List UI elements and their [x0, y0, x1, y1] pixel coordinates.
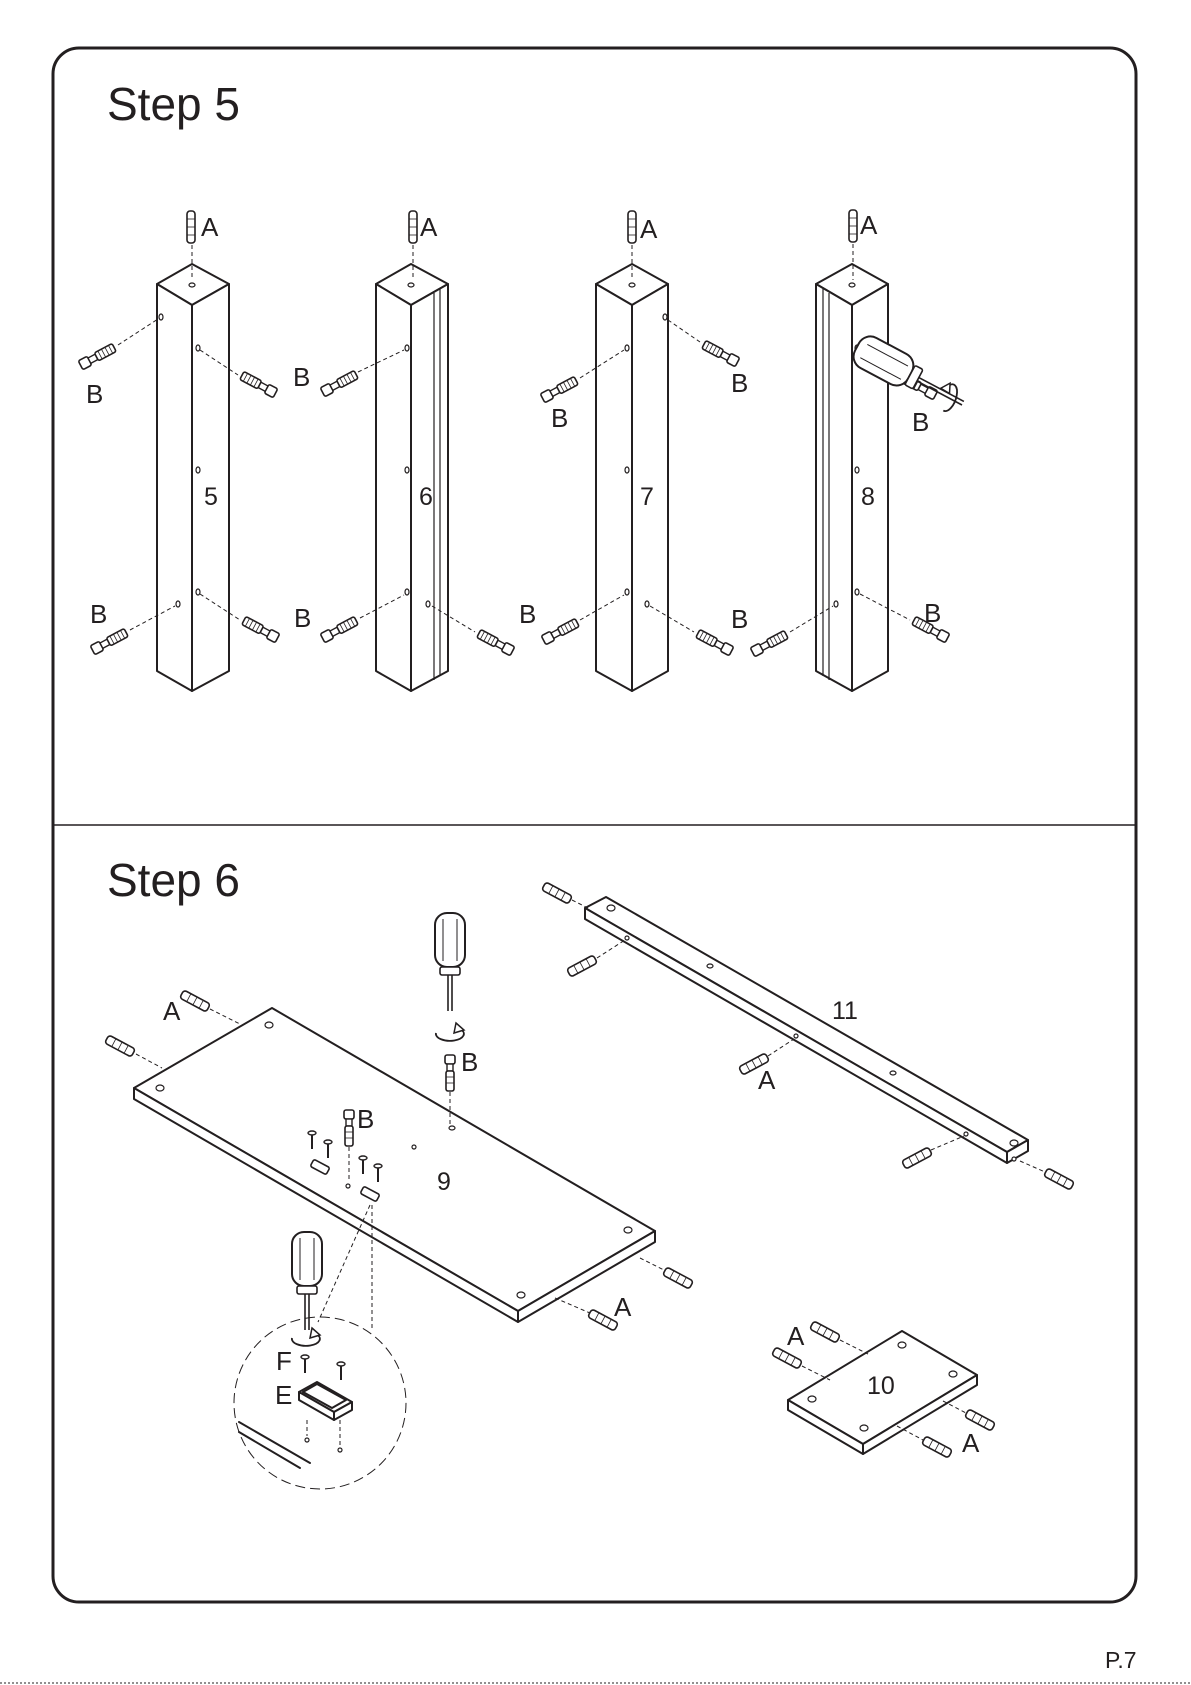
cam-bolt-label: B [731, 604, 748, 634]
cam-bolt-icon [344, 1110, 354, 1146]
cam-bolt-label: B [461, 1047, 478, 1077]
dowel-label: A [962, 1428, 980, 1458]
dowel-label: A [614, 1292, 632, 1322]
dowel-label: A [640, 214, 658, 244]
dowel-label: A [860, 210, 878, 240]
leg-8 [816, 264, 888, 691]
cam-bolt-label: B [519, 599, 536, 629]
bottom-panel-label: 9 [437, 1168, 451, 1196]
leg-5 [157, 264, 229, 691]
cam-bolt-icon [445, 1055, 455, 1091]
cam-bolt-label: B [294, 603, 311, 633]
dowel-label: A [201, 212, 219, 242]
leg-6 [376, 264, 448, 691]
leg-6-label: 6 [419, 483, 433, 511]
page-number: P.7 [1105, 1647, 1137, 1673]
step5-title: Step 5 [107, 78, 240, 130]
dowel-label: A [758, 1065, 776, 1095]
leg-7 [596, 264, 668, 691]
dowel-icon [849, 210, 857, 242]
dowel-label: A [787, 1321, 805, 1351]
rail-label: 11 [832, 997, 858, 1025]
step6-title: Step 6 [107, 854, 240, 906]
leg-5-label: 5 [204, 483, 218, 511]
dowel-label: A [420, 212, 438, 242]
cam-bolt-label: B [912, 407, 929, 437]
dowel-icon [187, 211, 195, 243]
magnet-catch-label: E [275, 1380, 292, 1410]
leg-8-label: 8 [861, 483, 875, 511]
leg-7-label: 7 [640, 483, 654, 511]
dowel-icon [628, 211, 636, 243]
small-panel-label: 10 [867, 1372, 895, 1400]
cam-bolt-label: B [551, 403, 568, 433]
cam-bolt-label: B [924, 598, 941, 628]
cam-bolt-label: B [90, 599, 107, 629]
cam-bolt-label: B [357, 1104, 374, 1134]
cam-bolt-label: B [86, 379, 103, 409]
screw-label: F [276, 1346, 292, 1376]
cam-bolt-label: B [731, 368, 748, 398]
dowel-icon [409, 211, 417, 243]
cam-bolt-label: B [293, 362, 310, 392]
dowel-label: A [163, 996, 181, 1026]
